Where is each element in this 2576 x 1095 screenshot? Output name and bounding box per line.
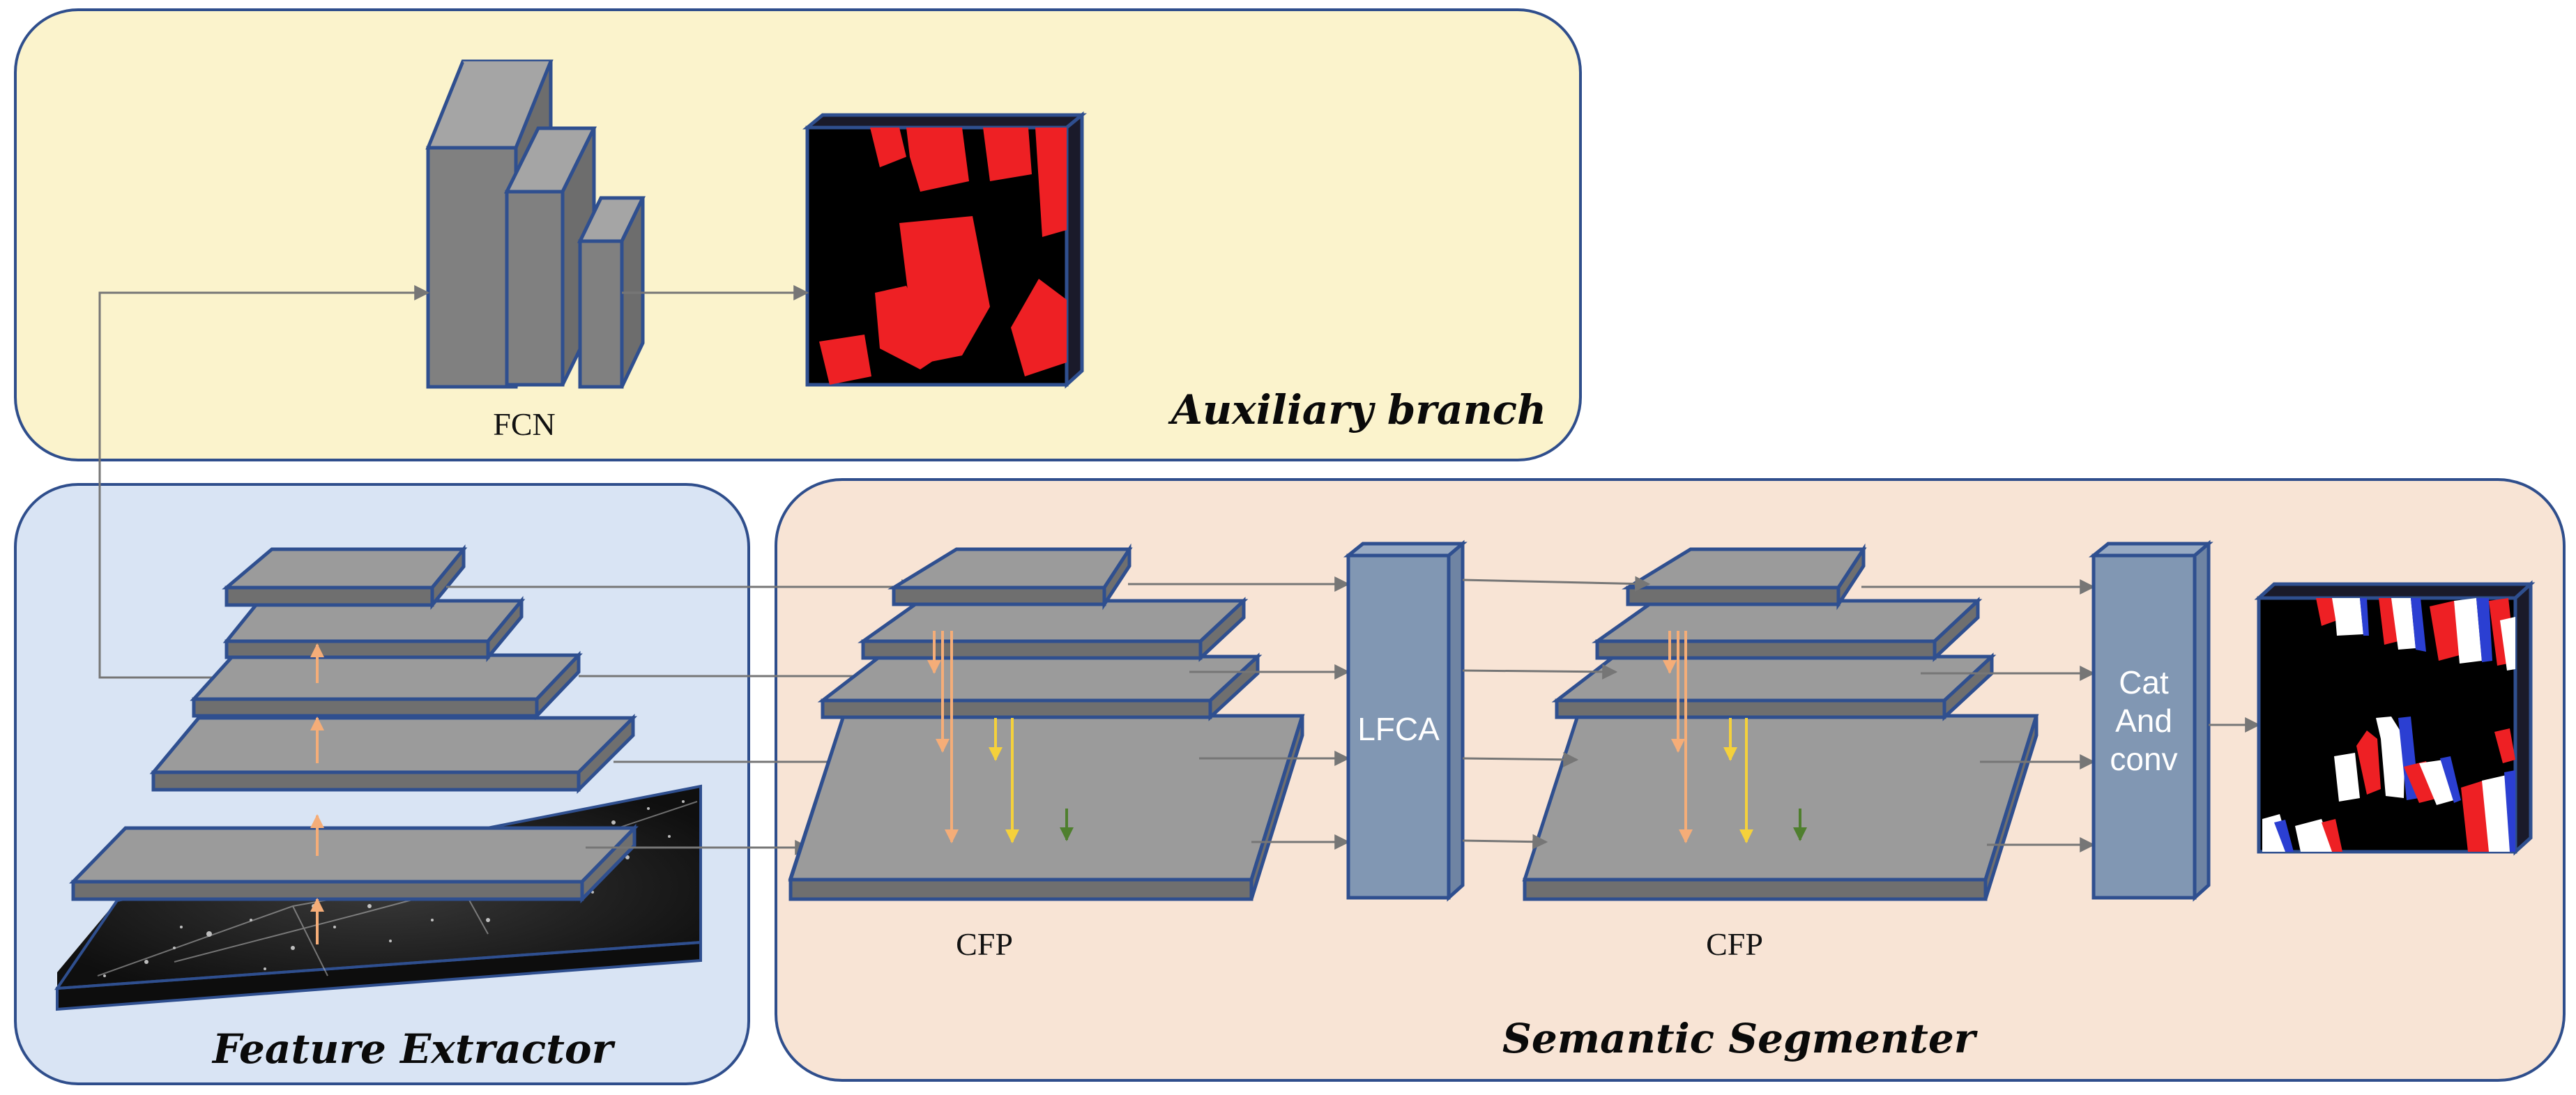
cfp-1-plate-1-front [788,878,1253,901]
feature-extractor-title: Feature Extractor [211,1025,616,1073]
cat-label-line3: conv [2110,741,2177,777]
cfp-1-plate-4-side [1102,543,1131,611]
cfp-1-plate-1-side [1249,715,1304,900]
lfca-to-cfp2-connectors [1462,576,1651,850]
auxiliary-output-mask [802,111,1088,389]
cfp-2-label: CFP [1706,926,1763,962]
fcn-layer-small [577,196,646,389]
cfp-1-plate-1-top [788,714,1305,882]
mask-building-top-left [2316,598,2369,636]
cat-and-conv-module: Cat And conv [2088,539,2213,902]
cfp-2-plate-3-front [1595,639,1937,660]
extractor-layer-5 [222,544,468,611]
cfp-1-plate-3-front [861,639,1203,660]
extractor-to-cfp-connectors [446,579,917,855]
mask-building-bottom-left [2262,814,2342,852]
extractor-layer-3 [190,650,583,721]
cfp1-internal-arrows [927,631,1074,843]
cfp-1-plate-2-top [817,654,1263,703]
cfp-2-plate-4-front [1626,585,1840,606]
cfp-1-label: CFP [956,926,1013,962]
cfp-2-pyramid [1522,543,2039,901]
cfp-1-plate-3-top [858,599,1249,643]
cat-label-line1: Cat [2119,664,2169,700]
extractor-layer-4 [222,596,526,662]
mask-building-bottom-right [2461,728,2515,852]
mask-building-top-mid [2379,598,2426,652]
mask-building-top-right [2430,598,2515,671]
cfp-2-plate-3-top [1592,599,1983,643]
cfp-2-plate-1-top [1522,714,2039,882]
segmentation-output-mask [2254,580,2536,856]
cfp-2-plate-3-side [1933,597,1980,662]
cfp-2-plate-2-top [1551,654,1997,703]
cfp-2-plate-2-front [1555,698,1946,719]
cfp-1-plate-3-side [1198,597,1246,662]
cfp-1-plate-4-front [892,585,1106,606]
auxiliary-branch-panel [14,8,1582,461]
auxiliary-branch-title: Auxiliary branch [1168,386,1546,434]
lfca-module: LFCA [1343,539,1468,902]
cfp-1-pyramid [788,543,1305,901]
lfca-label: LFCA [1357,711,1440,747]
cfp2-to-cat-connectors [1861,579,2096,852]
cfp-layers [788,543,2039,901]
extractor-layer-2 [149,713,638,795]
extractor-layer-1 [69,823,639,904]
fcn-block [425,59,646,389]
semantic-segmenter-title: Semantic Segmenter [1502,1015,1979,1062]
cat-label-line2: And [2115,703,2172,739]
fcn-label: FCN [493,406,555,442]
cfp2-internal-arrows [1663,631,1807,843]
cfp-2-plate-1-front [1523,878,1988,901]
cfp1-to-lfca-connectors [1128,576,1350,850]
cfp-2-plate-4-side [1836,543,1866,611]
mask-building-center [2334,717,2461,805]
extractor-to-fcn-connector [98,285,430,679]
cfp-1-plate-2-front [821,698,1212,719]
